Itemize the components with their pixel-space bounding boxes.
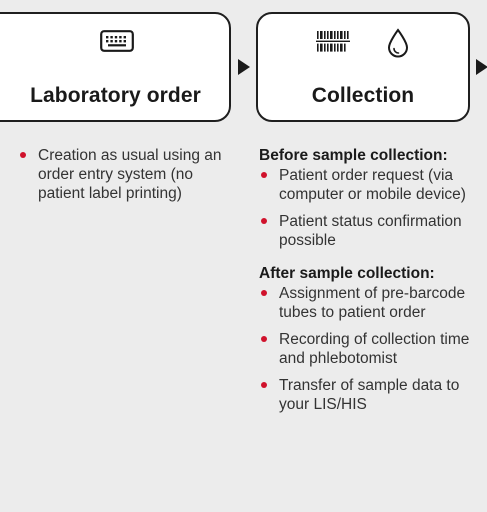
bullet-dot (261, 172, 267, 178)
keyboard-icon (100, 30, 134, 57)
bullet-dot (261, 336, 267, 342)
bullet-dot (261, 382, 267, 388)
order-bullet-list: Creation as usual using an order entry s… (18, 146, 233, 203)
collection-description: Before sample collection: Patient order … (259, 146, 487, 414)
list-item: Patient status confirmation possible (259, 212, 487, 250)
laboratory-order-title: Laboratory order (30, 84, 201, 107)
before-collection-list: Patient order request (via computer or m… (259, 166, 487, 250)
barcode-icon (316, 30, 350, 57)
bullet-dot (261, 290, 267, 296)
list-item: Transfer of sample data to your LIS/HIS (259, 376, 487, 414)
laboratory-order-box: Laboratory order (0, 12, 231, 122)
after-collection-list: Assignment of pre-barcode tubes to patie… (259, 284, 487, 414)
arrow-right-icon (238, 59, 250, 75)
bullet-dot (20, 152, 26, 158)
list-item: Patient order request (via computer or m… (259, 166, 487, 204)
list-item: Creation as usual using an order entry s… (18, 146, 233, 203)
after-collection-heading: After sample collection: (259, 265, 435, 282)
order-description: Creation as usual using an order entry s… (18, 146, 233, 203)
arrow-right-icon (476, 59, 487, 75)
drop-icon (386, 28, 410, 63)
collection-title: Collection (311, 84, 415, 107)
list-item: Recording of collection time and phlebot… (259, 330, 487, 368)
collection-box: Collection (256, 12, 470, 122)
bullet-dot (261, 218, 267, 224)
before-collection-heading: Before sample collection: (259, 147, 448, 164)
list-item: Assignment of pre-barcode tubes to patie… (259, 284, 487, 322)
